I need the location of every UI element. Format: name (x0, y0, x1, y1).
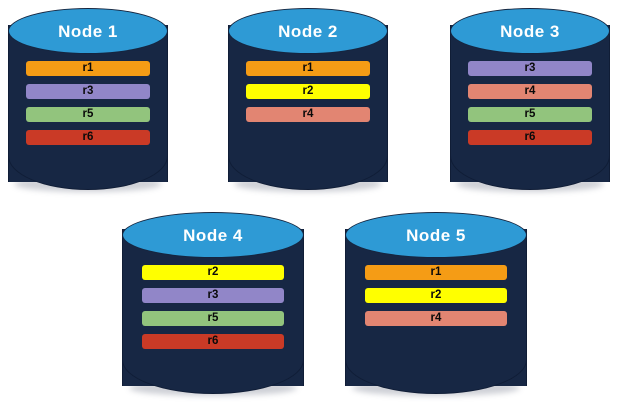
record-list: r1 r3 r5 r6 (8, 61, 168, 145)
record-list: r1 r2 r4 (228, 61, 388, 122)
record-list: r1 r2 r4 (345, 265, 527, 326)
record-label: r5 (207, 311, 219, 324)
record-label: r2 (430, 288, 442, 301)
record-bar-r5[interactable]: r5 (467, 107, 593, 122)
record-bar-r6[interactable]: r6 (142, 334, 284, 349)
record-label: r1 (430, 265, 442, 278)
record-bar-r4[interactable]: r4 (467, 84, 593, 99)
node-title: Node 2 (278, 21, 338, 41)
record-bar-r2[interactable]: r2 (365, 288, 507, 303)
record-label: r4 (430, 311, 442, 324)
record-bar-r2[interactable]: r2 (245, 84, 371, 99)
record-label: r3 (207, 288, 219, 301)
record-label: r5 (82, 107, 94, 120)
record-bar-r6[interactable]: r6 (25, 130, 151, 145)
node-title: Node 1 (58, 21, 118, 41)
record-label: r6 (207, 334, 219, 347)
record-label: r3 (524, 61, 536, 74)
record-label: r6 (524, 130, 536, 143)
record-bar-r3[interactable]: r3 (467, 61, 593, 76)
node-cylinder-5[interactable]: Node 5 r1 r2 r4 (345, 212, 527, 396)
node-cylinder-1[interactable]: Node 1 r1 r3 r5 r6 (8, 8, 168, 192)
record-bar-r6[interactable]: r6 (467, 130, 593, 145)
record-label: r4 (302, 107, 314, 120)
cylinder-top-disc: Node 2 (228, 8, 388, 54)
record-bar-r2[interactable]: r2 (142, 265, 284, 280)
record-bar-r1[interactable]: r1 (25, 61, 151, 76)
cylinder-top-disc: Node 1 (8, 8, 168, 54)
node-cylinder-2[interactable]: Node 2 r1 r2 r4 (228, 8, 388, 192)
record-label: r2 (207, 265, 219, 278)
record-bar-r5[interactable]: r5 (142, 311, 284, 326)
node-cylinder-4[interactable]: Node 4 r2 r3 r5 r6 (122, 212, 304, 396)
record-label: r4 (524, 84, 536, 97)
record-label: r5 (524, 107, 536, 120)
record-bar-r1[interactable]: r1 (365, 265, 507, 280)
record-label: r2 (302, 84, 314, 97)
record-label: r6 (82, 130, 94, 143)
record-label: r1 (82, 61, 94, 74)
record-bar-r5[interactable]: r5 (25, 107, 151, 122)
record-bar-r4[interactable]: r4 (365, 311, 507, 326)
node-title: Node 5 (406, 225, 466, 245)
record-list: r3 r4 r5 r6 (450, 61, 610, 145)
record-bar-r4[interactable]: r4 (245, 107, 371, 122)
node-cylinder-3[interactable]: Node 3 r3 r4 r5 r6 (450, 8, 610, 192)
record-bar-r1[interactable]: r1 (245, 61, 371, 76)
node-title: Node 3 (500, 21, 560, 41)
node-title: Node 4 (183, 225, 243, 245)
record-label: r3 (82, 84, 94, 97)
cylinder-top-disc: Node 3 (450, 8, 610, 54)
record-bar-r3[interactable]: r3 (25, 84, 151, 99)
record-list: r2 r3 r5 r6 (122, 265, 304, 349)
cylinder-top-disc: Node 5 (345, 212, 527, 258)
record-label: r1 (302, 61, 314, 74)
record-bar-r3[interactable]: r3 (142, 288, 284, 303)
cylinder-top-disc: Node 4 (122, 212, 304, 258)
